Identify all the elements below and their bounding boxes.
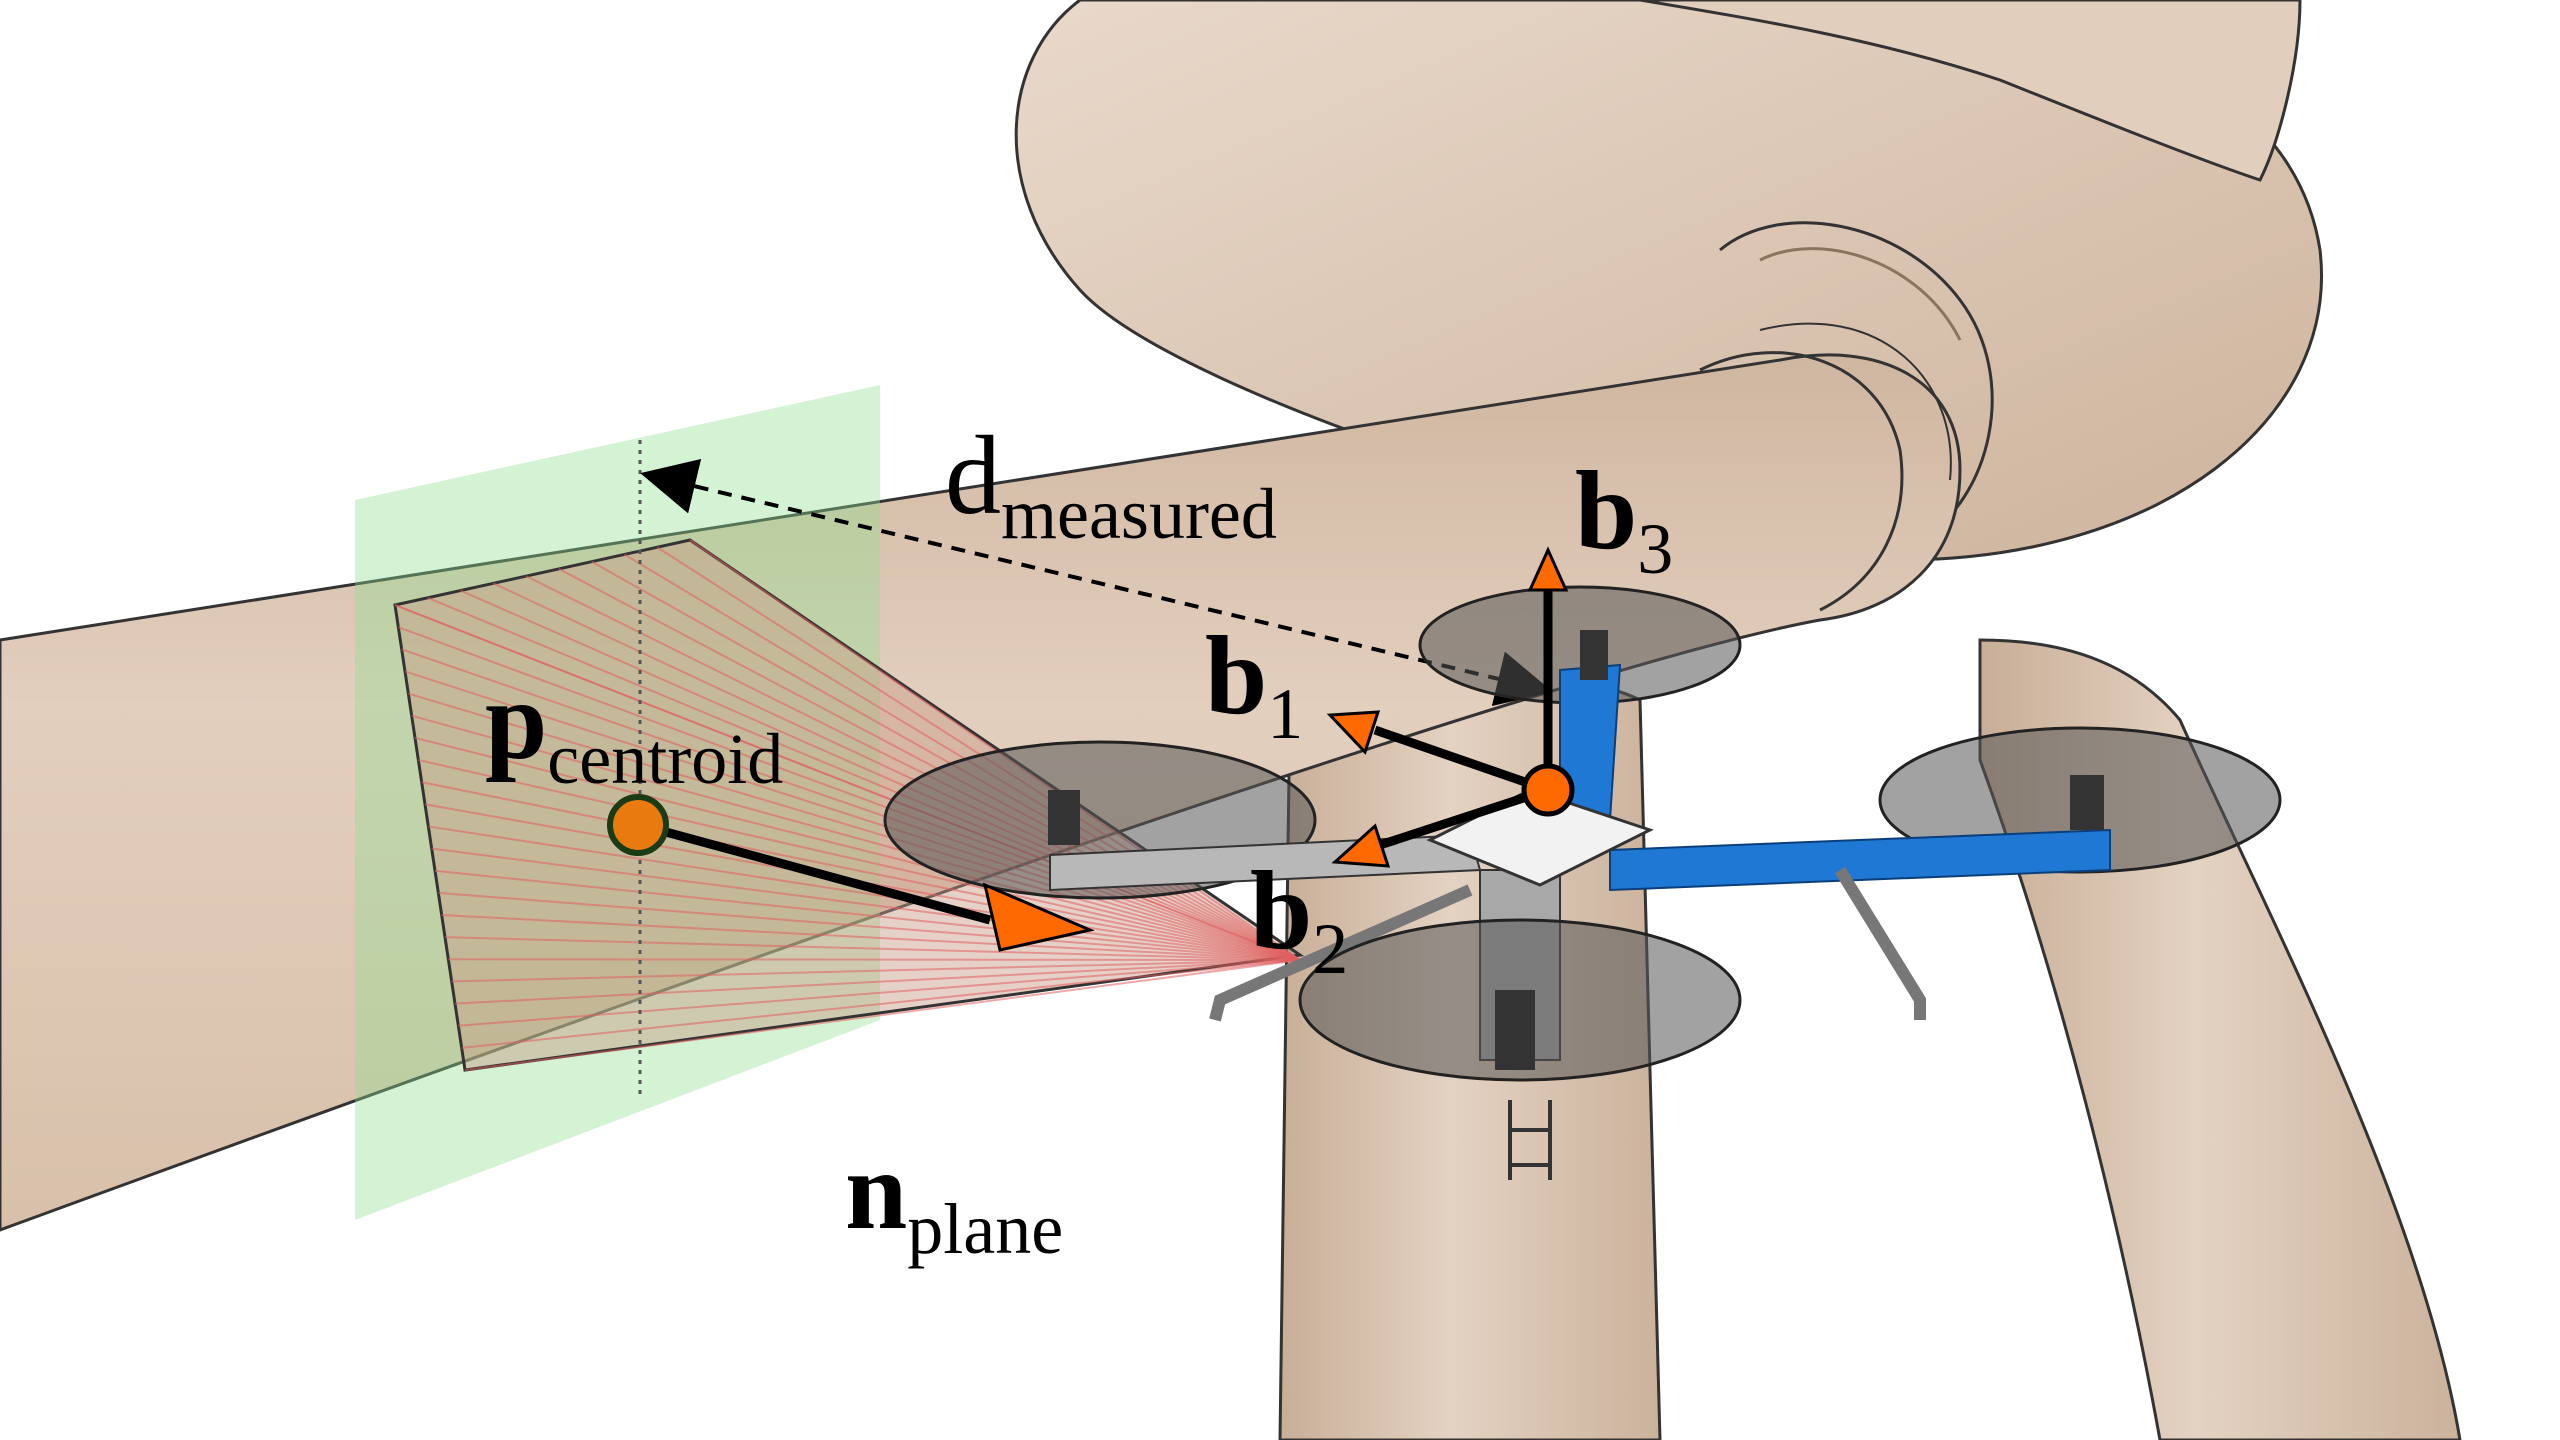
sensor-ray [460,589,1301,961]
sensor-ray [458,959,1301,1027]
axis-b1-line [1373,725,1550,795]
label-p-centroid-main: p [485,659,548,783]
label-n-plane-main: n [845,1129,908,1253]
sensor-ray [444,936,1301,961]
sensor-ray [492,582,1301,961]
label-b3: b3 [1575,455,1673,585]
distance-arrow [640,458,1553,707]
centroid-point [607,794,669,856]
sensor-ray [441,914,1301,961]
sensor-ray [394,604,1301,961]
arm-blue-right [1609,828,2111,892]
sensor-ray [434,869,1301,961]
sensor-ray [427,596,1301,961]
label-b2-sub: 2 [1312,909,1349,990]
motor-front-right [2070,775,2104,830]
upper-blade [1639,0,2302,182]
sensor-ray [448,958,1301,961]
label-p-centroid-sub: centroid [547,719,784,800]
axis-b3-head [1527,546,1569,592]
label-n-plane: nplane [845,1135,1063,1265]
motor-back-right [1580,630,1608,680]
motor-front [1495,990,1535,1070]
axis-b1-head [1326,710,1381,755]
blade-root-collar-2 [1759,322,1952,481]
sensor-ray [418,759,1301,961]
body-axes [1326,546,1575,868]
label-d-measured: dmeasured [945,420,1277,550]
motor-back-left [1048,790,1080,845]
axis-b2-head [1331,823,1391,868]
sensor-ray [438,891,1301,961]
sensor-ray [454,959,1301,1005]
landing-leg-left [1209,884,1473,1022]
label-p-centroid: pcentroid [485,665,783,795]
label-b2: b2 [1250,855,1348,985]
sensor-ray [397,626,1301,961]
label-n-plane-sub: plane [907,1189,1064,1270]
sensor-ray [408,692,1301,961]
sensor-ray [431,847,1301,961]
normal-vector-line [638,820,992,925]
sensor-ray [411,714,1301,961]
label-b3-main: b [1575,449,1638,573]
landing-leg-right [1834,866,1926,1020]
sensor-ray [421,781,1301,961]
label-b3-sub: 3 [1637,509,1674,590]
sensor-ray [404,670,1301,961]
hub-ring [1719,221,1994,542]
sensor-ray [428,825,1301,961]
label-b1-sub: 1 [1267,674,1304,755]
sensor-ray [401,648,1301,961]
plane-normal-vector [607,794,1095,952]
sensor-ray [414,736,1301,961]
sensor-ray [461,959,1301,1049]
normal-vector-head [982,882,1095,952]
label-b2-main: b [1250,849,1313,973]
ladder [1508,1100,1552,1180]
drone-origin [1521,763,1575,817]
label-d-measured-sub: measured [1001,474,1277,555]
label-d-measured-main: d [945,414,1001,538]
axis-b2-line [1378,785,1550,850]
label-b1-main: b [1205,614,1268,738]
sensor-ray [464,959,1301,1071]
sensor-ray [451,959,1301,983]
label-b1: b1 [1205,620,1303,750]
blade-root-collar [1699,351,1904,612]
hub-ring-inner [1759,247,1962,341]
